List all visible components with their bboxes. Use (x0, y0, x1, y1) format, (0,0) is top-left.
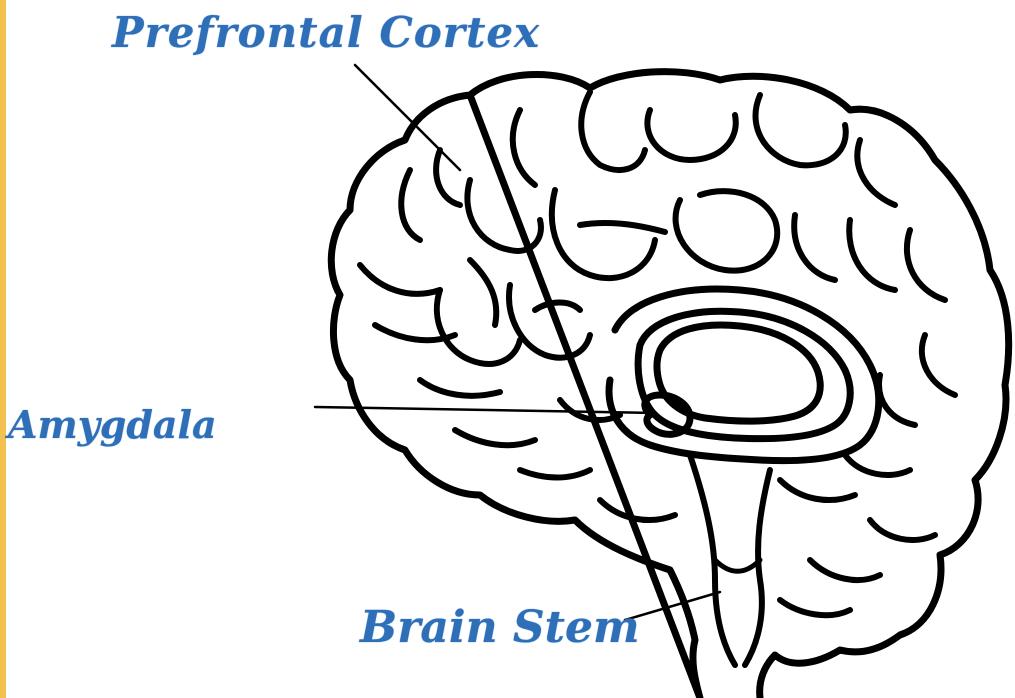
label-brain-stem: Brain Stem (360, 602, 640, 653)
label-prefrontal-cortex: Prefrontal Cortex (112, 8, 540, 57)
pointer-line-prefrontal (355, 65, 460, 170)
label-amygdala: Amygdala (8, 402, 217, 447)
pointer-line-amygdala (315, 407, 655, 413)
